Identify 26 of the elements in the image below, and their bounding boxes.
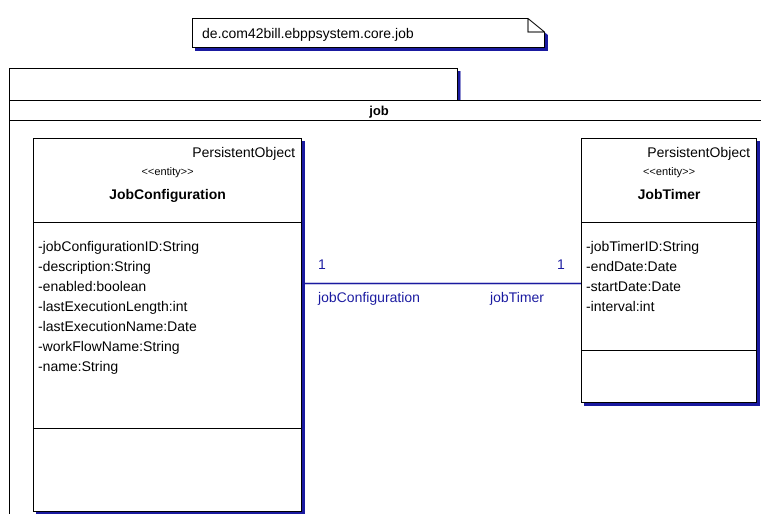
- attribute: -lastExecutionLength:int: [38, 297, 188, 316]
- stereotype: <<entity>>: [142, 165, 194, 180]
- package-title: job: [369, 102, 389, 118]
- role-name: jobTimer: [490, 289, 544, 305]
- package-name: de.com42bill.ebppsystem.core.job: [202, 25, 414, 41]
- multiplicity: 1: [318, 256, 326, 272]
- stereotype: <<entity>>: [643, 165, 695, 180]
- class-name: JobTimer: [638, 185, 700, 204]
- attribute: -interval:int: [586, 297, 656, 316]
- class-box: [33, 138, 302, 512]
- attribute: -enabled:boolean: [38, 277, 148, 296]
- multiplicity: 1: [557, 256, 565, 272]
- attribute: -jobConfigurationID:String: [38, 237, 200, 256]
- attribute: -endDate:Date: [586, 257, 678, 276]
- attribute: -startDate:Date: [586, 277, 682, 296]
- association-line: [302, 282, 581, 284]
- class-box: [581, 138, 757, 403]
- attribute: -lastExecutionName:Date: [38, 317, 198, 336]
- attribute: -description:String: [38, 257, 152, 276]
- attribute: -name:String: [38, 357, 120, 376]
- parent-class-name: PersistentObject: [192, 143, 295, 162]
- attribute: -jobTimerID:String: [586, 237, 700, 256]
- parent-class-name: PersistentObject: [647, 143, 750, 162]
- role-name: jobConfiguration: [318, 289, 420, 305]
- class-name: JobConfiguration: [109, 185, 226, 204]
- attribute: -workFlowName:String: [38, 337, 181, 356]
